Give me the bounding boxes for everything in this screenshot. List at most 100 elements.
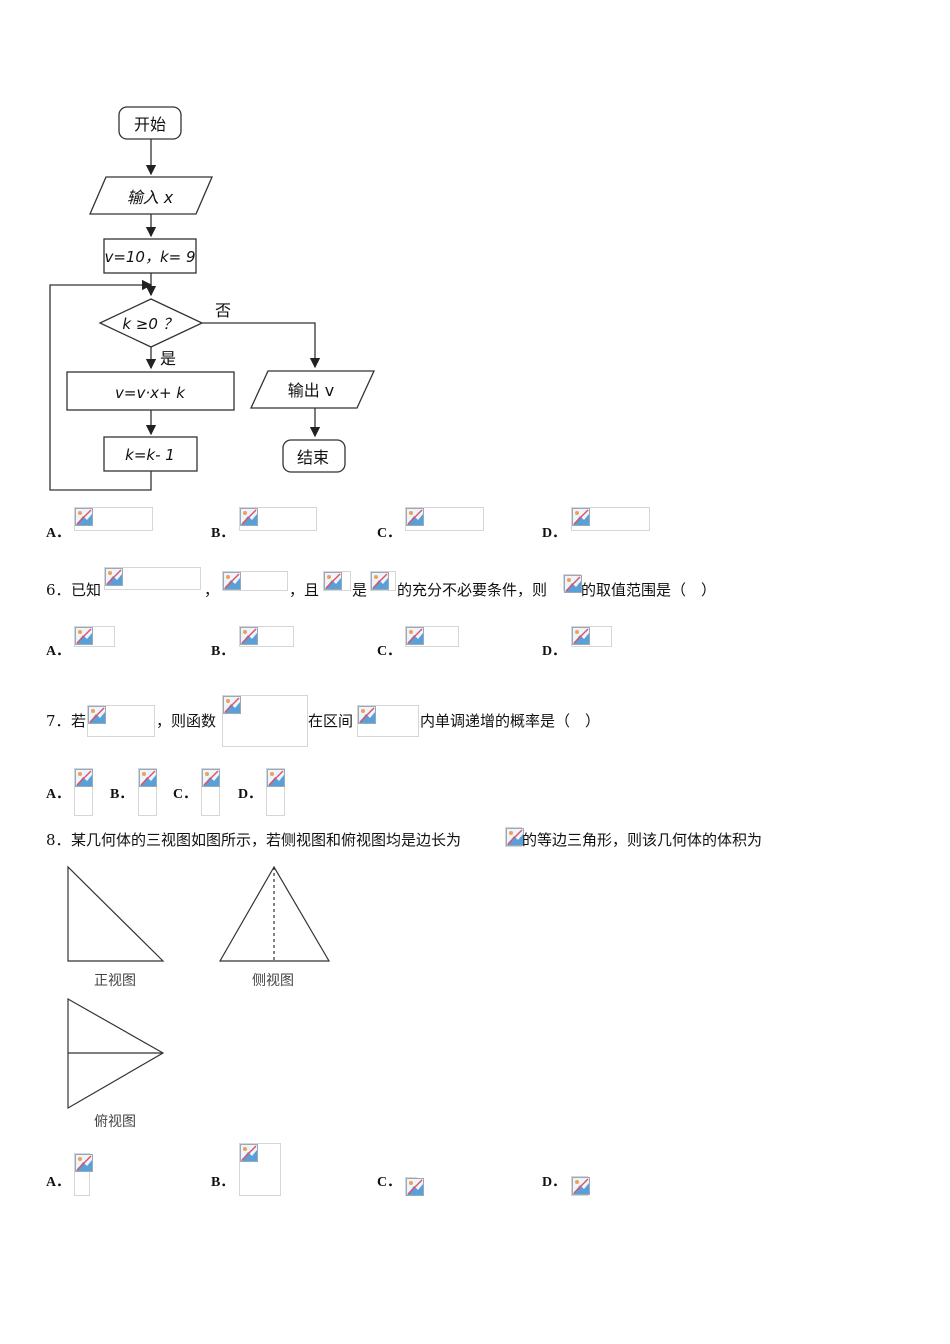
q7-text-1: 若 xyxy=(71,712,87,730)
broken-image-icon xyxy=(572,1177,590,1195)
broken-image-icon xyxy=(358,706,376,724)
broken-image-icon xyxy=(572,508,590,526)
side-view-label: 侧视图 xyxy=(252,973,294,989)
q8-option-b: B． xyxy=(211,1175,235,1190)
broken-image-icon xyxy=(406,1178,424,1196)
q6-text-3: ，且 xyxy=(289,581,320,599)
q7-text-2: ，则函数 xyxy=(156,712,217,730)
q7-formula-interval xyxy=(357,705,419,737)
q8-option-a-image xyxy=(74,1153,93,1196)
q5-option-c-image xyxy=(405,507,484,531)
yes-label: 是 xyxy=(160,349,176,368)
q7-option-b: B． xyxy=(110,787,134,802)
q7-option-c: C． xyxy=(173,787,198,802)
q6-option-d-image xyxy=(571,626,612,647)
broken-image-icon xyxy=(324,572,342,590)
q6-option-a: A． xyxy=(46,644,71,659)
broken-image-icon xyxy=(267,769,285,787)
q7-number: 7． xyxy=(46,712,71,730)
init-text: v=10，k= 9 xyxy=(104,248,195,266)
three-view-figure: 正视图 侧视图 俯视图 xyxy=(67,865,331,1130)
init-node xyxy=(103,238,197,274)
broken-image-icon xyxy=(564,575,582,593)
q8-option-d-image xyxy=(571,1176,590,1196)
end-text: 结束 xyxy=(297,448,329,467)
input-node xyxy=(89,176,213,215)
broken-image-icon xyxy=(406,508,424,526)
start-node xyxy=(118,106,182,140)
q7-formula-function xyxy=(222,695,308,747)
front-view-label: 正视图 xyxy=(94,973,136,989)
broken-image-icon xyxy=(223,572,241,590)
broken-image-icon xyxy=(75,627,93,645)
q8-option-b-image xyxy=(239,1143,281,1196)
q6-number: 6． xyxy=(46,581,71,599)
broken-image-icon xyxy=(572,627,590,645)
q7-option-d: D． xyxy=(238,787,263,802)
q6-formula-q xyxy=(370,571,396,591)
condition-text: k ≥0 ？ xyxy=(122,315,177,333)
q7-text-4: 内单调递增的概率是（ ） xyxy=(420,712,601,730)
broken-image-icon xyxy=(202,769,220,787)
q6-formula-m xyxy=(563,574,582,593)
q8-option-c-image xyxy=(405,1177,424,1196)
q7-option-c-image xyxy=(201,768,220,816)
top-view-label: 俯视图 xyxy=(94,1114,136,1130)
q7-text-3: 在区间 xyxy=(308,712,354,730)
update-v-text: v=v·x+ k xyxy=(115,384,186,402)
q8-option-a: A． xyxy=(46,1175,71,1190)
q6-text-4: 是 xyxy=(352,581,368,599)
output-node xyxy=(249,370,376,409)
start-text: 开始 xyxy=(134,115,166,134)
broken-image-icon xyxy=(406,627,424,645)
q5-option-a-image xyxy=(74,507,153,531)
broken-image-icon xyxy=(371,572,389,590)
q7-option-d-image xyxy=(266,768,285,816)
q6-option-c: C． xyxy=(377,644,402,659)
broken-image-icon xyxy=(506,828,524,846)
q5-option-d-image xyxy=(571,507,650,531)
q6-text-6: 的取值范围是（ ） xyxy=(581,581,717,599)
q6-formula-1 xyxy=(104,567,201,590)
broken-image-icon xyxy=(75,1154,93,1172)
q8-text-1: 某几何体的三视图如图所示，若侧视图和俯视图均是边长为 xyxy=(71,831,462,849)
q6-option-c-image xyxy=(405,626,459,647)
q6-option-d: D． xyxy=(542,644,567,659)
q8-number: 8． xyxy=(46,831,71,849)
q5-option-b-image xyxy=(239,507,317,531)
q8-formula-side xyxy=(505,827,524,847)
q6-option-b: B． xyxy=(211,644,235,659)
no-label: 否 xyxy=(215,301,231,320)
q5-option-d: D． xyxy=(542,526,567,541)
broken-image-icon xyxy=(240,1144,258,1162)
front-view-shape xyxy=(67,865,165,962)
q6-formula-2 xyxy=(222,571,288,591)
update-k-text: k=k- 1 xyxy=(125,446,175,464)
broken-image-icon xyxy=(240,627,258,645)
output-text: 输出 v xyxy=(288,381,335,400)
broken-image-icon xyxy=(139,769,157,787)
q8-text-2: 的等边三角形，则该几何体的体积为 xyxy=(522,831,763,849)
q7-option-b-image xyxy=(138,768,157,816)
q6-option-a-image xyxy=(74,626,115,647)
broken-image-icon xyxy=(240,508,258,526)
q7-option-a-image xyxy=(74,768,93,816)
q6-formula-p xyxy=(323,571,351,591)
end-node xyxy=(282,439,346,473)
broken-image-icon xyxy=(88,706,106,724)
q8-option-c: C． xyxy=(377,1175,402,1190)
q6-text-5: 的充分不必要条件，则 xyxy=(397,581,548,599)
q6-text-2: ， xyxy=(204,581,220,599)
q5-option-a: A． xyxy=(46,526,71,541)
q5-option-b: B． xyxy=(211,526,235,541)
broken-image-icon xyxy=(223,696,241,714)
broken-image-icon xyxy=(105,568,123,586)
q5-option-c: C． xyxy=(377,526,402,541)
flowchart: 开始 输入 x v=10，k= 9 k ≥0 ？ 否 是 v=v·x+ k k=… xyxy=(49,106,376,491)
q6-option-b-image xyxy=(239,626,294,647)
broken-image-icon xyxy=(75,508,93,526)
q6-text-1: 已知 xyxy=(71,581,102,599)
q8-option-d: D． xyxy=(542,1175,567,1190)
q7-formula-1 xyxy=(87,705,155,737)
q7-option-a: A． xyxy=(46,787,71,802)
